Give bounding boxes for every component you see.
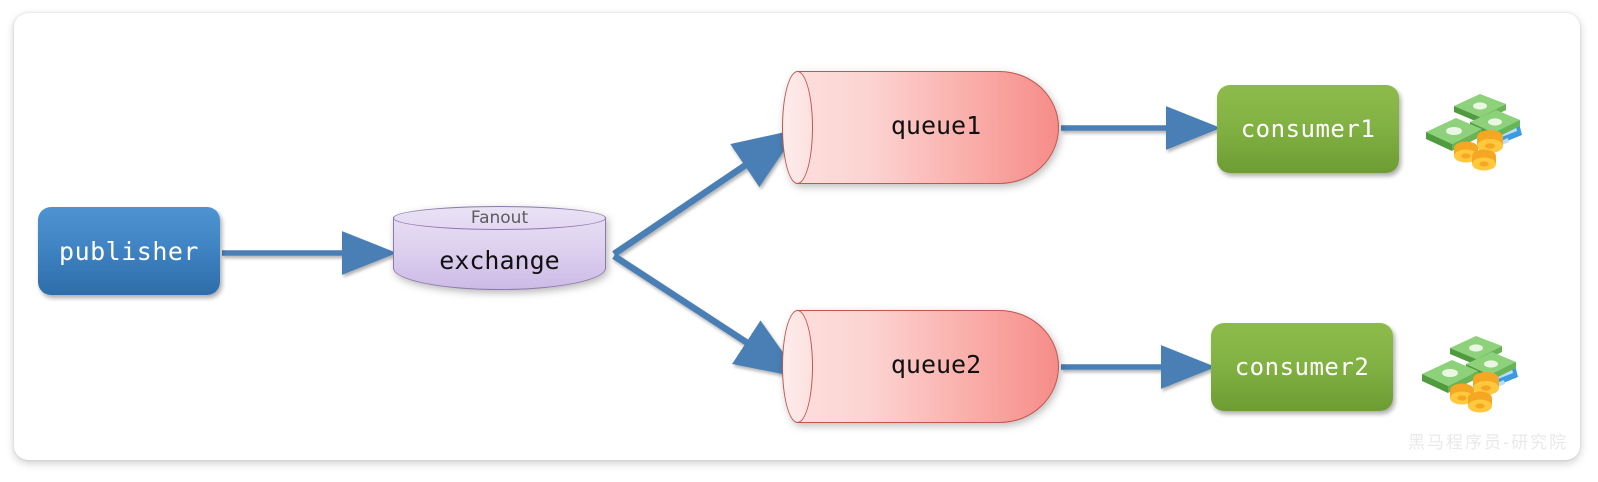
- exchange-cylinder-top: [393, 206, 606, 230]
- node-consumer1[interactable]: consumer1: [1217, 85, 1399, 173]
- queue2-cylinder-cap: [782, 310, 813, 423]
- queue1-cylinder-cap: [782, 71, 813, 184]
- exchange-type-label: Fanout: [470, 208, 529, 228]
- exchange-label: exchange: [439, 246, 560, 275]
- money-icon: [1426, 94, 1522, 171]
- node-consumer1-label: consumer1: [1240, 115, 1376, 143]
- node-publisher-label: publisher: [59, 236, 199, 266]
- node-publisher[interactable]: publisher: [38, 207, 220, 295]
- node-consumer2[interactable]: consumer2: [1211, 323, 1393, 411]
- queue2-cylinder-body: [797, 310, 1059, 423]
- node-exchange[interactable]: Fanout exchange: [393, 206, 606, 290]
- node-queue1[interactable]: queue1: [782, 71, 1059, 184]
- node-queue1-label: queue1: [890, 111, 982, 140]
- node-queue2-label: queue2: [890, 350, 982, 379]
- money-icon-coins: [1454, 130, 1503, 171]
- watermark: 黑马程序员-研究院: [1408, 433, 1569, 453]
- node-consumer2-label: consumer2: [1234, 353, 1370, 381]
- money-icon: [1422, 336, 1518, 413]
- node-queue2[interactable]: queue2: [782, 310, 1059, 423]
- queue1-cylinder-body: [797, 71, 1059, 184]
- money-icon-bills: [1426, 94, 1520, 151]
- money-icon-coins: [1450, 372, 1499, 413]
